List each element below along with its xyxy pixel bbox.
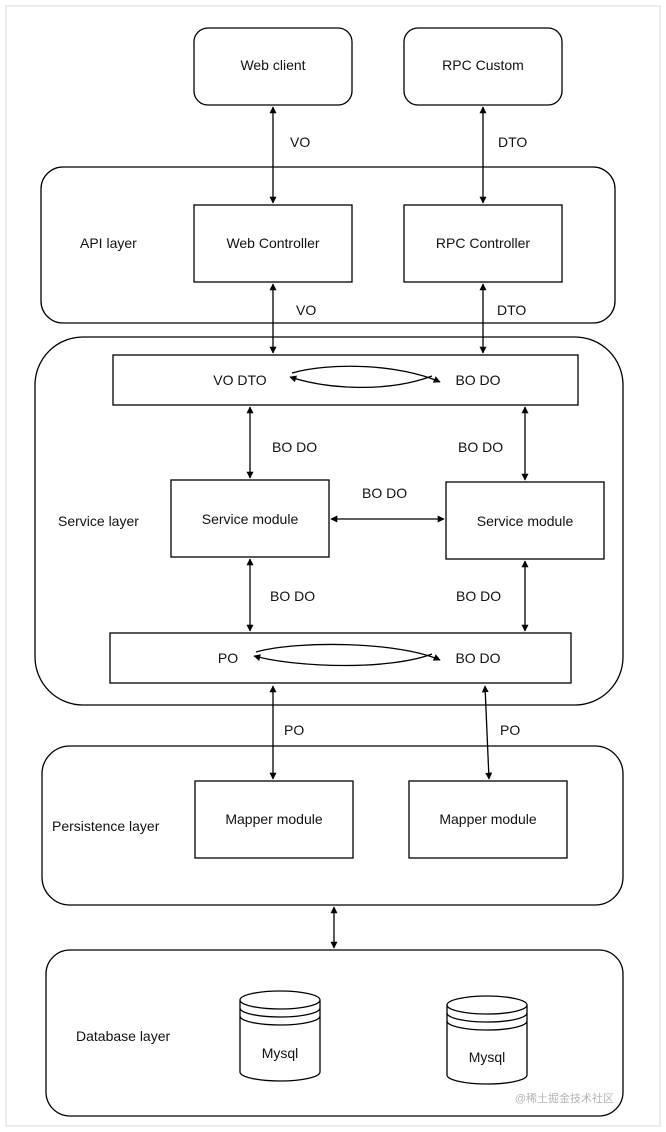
database-layer: Database layer [45,949,624,1117]
edge-converter-mapper-left-label: PO [284,722,304,738]
converter-bottom-arrow-back [253,653,433,667]
converter-top-right-label: BO DO [455,372,500,388]
converter-bottom-arrow-forward [255,643,441,661]
edge-web-client-controller-label: VO [290,134,310,150]
web-client-node: Web client [193,27,353,106]
edge-rpc-controller-service-label: DTO [497,302,526,318]
api-layer-label: API layer [80,235,137,251]
rpc-custom-node: RPC Custom [403,27,563,106]
edge-service-right-converter-label: BO DO [456,588,501,604]
rpc-controller-label: RPC Controller [436,235,530,251]
mapper-module-right-label: Mapper module [439,811,536,827]
service-module-right-label: Service module [477,513,574,529]
converter-bar-bottom: PO BO DO [109,632,572,684]
watermark-text: @稀土掘金技术社区 [515,1091,614,1105]
mapper-module-left-node: Mapper module [194,780,354,859]
database-layer-label: Database layer [76,1028,171,1044]
edge-converter-mapper-right [481,685,493,780]
edge-converter-service-left-label: BO DO [272,439,317,455]
converter-bar-top: VO DTO BO DO [112,354,579,406]
persistence-layer-label: Persistence layer [52,818,160,834]
web-controller-node: Web Controller [193,204,353,283]
edge-service-service-label: BO DO [362,485,407,501]
mysql-right-cylinder: Mysql [446,995,528,1085]
rpc-custom-label: RPC Custom [442,57,524,73]
service-module-left-node: Service module [170,479,330,558]
converter-bottom-right-label: BO DO [455,650,500,666]
service-module-left-label: Service module [202,511,299,527]
converter-top-arrow-forward [291,365,441,383]
mapper-module-left-label: Mapper module [225,811,322,827]
service-module-right-node: Service module [445,481,605,560]
service-layer-label: Service layer [58,513,139,529]
edge-web-controller-service-label: VO [296,302,316,318]
mysql-right-label: Mysql [469,1049,506,1065]
mysql-left-cylinder: Mysql [239,990,321,1082]
web-controller-label: Web Controller [226,235,319,251]
edge-service-left-converter-label: BO DO [270,588,315,604]
rpc-controller-node: RPC Controller [403,204,563,283]
edge-converter-service-right-label: BO DO [458,439,503,455]
web-client-label: Web client [240,57,305,73]
converter-top-arrow-back [289,375,433,388]
converter-bottom-left-label: PO [218,650,238,666]
edge-rpc-custom-controller-label: DTO [498,134,527,150]
diagram-border [5,5,661,1127]
converter-top-left-label: VO DTO [213,372,267,388]
edge-converter-mapper-right-label: PO [500,722,520,738]
mapper-module-right-node: Mapper module [408,780,568,859]
mysql-left-label: Mysql [262,1045,299,1061]
